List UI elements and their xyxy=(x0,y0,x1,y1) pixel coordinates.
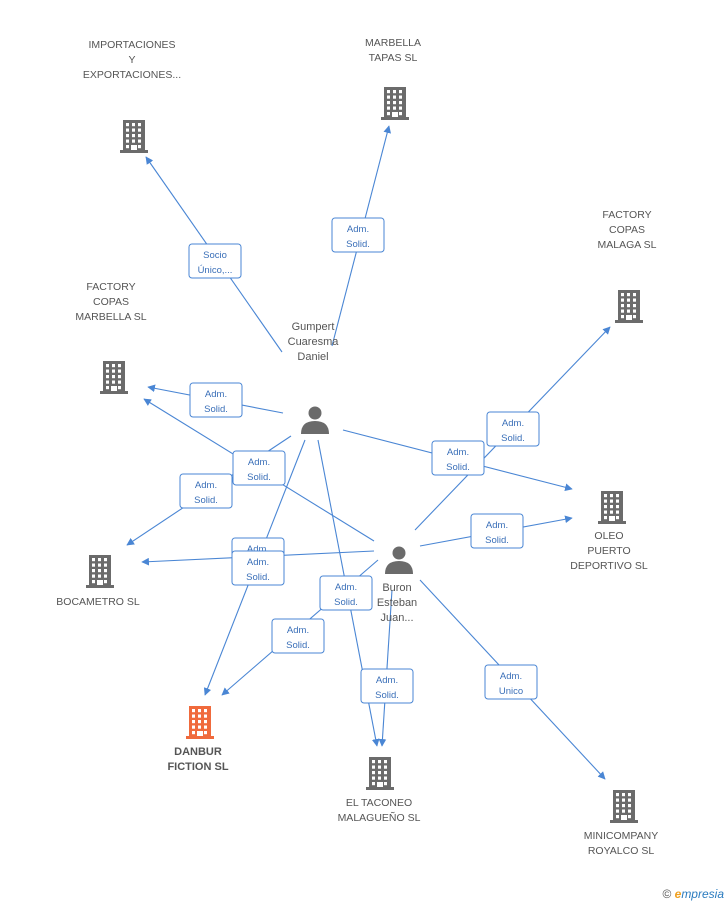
relation-badge-text: Adm. xyxy=(195,480,217,491)
copyright-symbol: © xyxy=(662,887,672,901)
relation-badge-text: Socio xyxy=(203,250,227,261)
company-minicompany-label-line: ROYALCO SL xyxy=(588,845,654,857)
relation-badge-buron-factory-copas-malaga[interactable]: Adm. Solid. xyxy=(486,411,540,447)
company-importaciones-label-line: IMPORTACIONES xyxy=(88,39,175,51)
relation-badge-text: Adm. xyxy=(500,671,522,682)
company-importaciones-label-line: Y xyxy=(128,54,135,66)
person-gumpert-label-line: Gumpert xyxy=(292,321,335,333)
person-buron-icon[interactable] xyxy=(385,546,413,575)
relation-badge-text: Adm. xyxy=(247,557,269,568)
relation-badge-text: Adm. xyxy=(287,625,309,636)
relation-badge-text: Adm. xyxy=(335,582,357,593)
relation-badge-text: Adm. xyxy=(447,447,469,458)
relation-badge-text: Adm. xyxy=(502,418,524,429)
company-oleo-puerto-label-line: PUERTO xyxy=(587,545,630,557)
relation-badge-text: Solid. xyxy=(375,690,399,701)
footer-brand[interactable]: © empresia xyxy=(662,887,724,901)
company-oleo-puerto-building-icon[interactable] xyxy=(598,491,626,524)
company-marbella-tapas-label-line: TAPAS SL xyxy=(369,52,418,64)
relation-badge-text: Adm. xyxy=(247,544,269,555)
relation-badge-gumpert-factory-copas-marbella[interactable]: Adm. Solid. xyxy=(189,382,243,418)
relation-badge-text: Adm. xyxy=(376,675,398,686)
relation-badge-text: Solid. xyxy=(246,572,270,583)
relation-badge-text: Adm. xyxy=(205,389,227,400)
company-factory-copas-marbella-label-line: FACTORY xyxy=(86,281,135,293)
relation-badge-gumpert-el-taconeo[interactable]: Adm. Solid. xyxy=(319,575,373,611)
company-el-taconeo-label-line: MALAGUEÑO SL xyxy=(338,811,421,824)
company-el-taconeo-label-line: EL TACONEO xyxy=(346,797,412,809)
relation-badge-gumpert-bocametro[interactable]: Adm. Solid. xyxy=(179,473,233,509)
company-oleo-puerto-label-line: DEPORTIVO SL xyxy=(570,560,648,572)
brand-logo-initial: e xyxy=(674,887,682,901)
person-gumpert-icon[interactable] xyxy=(301,406,329,435)
company-factory-copas-malaga-label-line: MALAGA SL xyxy=(598,239,657,251)
relation-edge-buron-el-taconeo xyxy=(378,589,393,747)
company-el-taconeo-building-icon[interactable] xyxy=(366,757,394,790)
nodes-layer: IMPORTACIONES Y EXPORTACIONES... MARBELLA TA… xyxy=(56,37,658,857)
company-marbella-tapas-label-line: MARBELLA xyxy=(365,37,421,49)
relation-badge-text: Solid. xyxy=(247,472,271,483)
company-danbur-label-line: DANBUR xyxy=(174,746,222,758)
company-bocametro-building-icon[interactable] xyxy=(86,555,114,588)
company-factory-copas-malaga-label-line: FACTORY xyxy=(602,209,651,221)
company-factory-copas-marbella-label-line: COPAS xyxy=(93,296,129,308)
relation-badge-buron-oleo-puerto[interactable]: Adm. Solid. xyxy=(470,513,524,549)
relation-badge-text: Adm. xyxy=(486,520,508,531)
company-minicompany-label-line: MINICOMPANY xyxy=(584,830,658,842)
relation-badge-text: Solid. xyxy=(346,239,370,250)
relation-badge-text: Adm. xyxy=(347,224,369,235)
relation-badge-text: Solid. xyxy=(446,462,470,473)
company-minicompany-building-icon[interactable] xyxy=(610,790,638,823)
person-buron-label-line: Buron xyxy=(382,582,411,594)
relation-badge-gumpert-oleo-puerto[interactable]: Adm. Solid. xyxy=(431,440,485,476)
company-bocametro-label-line: BOCAMETRO SL xyxy=(56,596,140,608)
relation-badge-buron-minicompany[interactable]: Adm. Unico xyxy=(484,664,538,700)
relation-badge-text: Adm. xyxy=(248,457,270,468)
relation-badge-buron-el-taconeo[interactable]: Adm. Solid. xyxy=(360,668,414,704)
relation-badge-text: Solid. xyxy=(286,640,310,651)
relation-badge-buron-danbur[interactable]: Adm. Solid. xyxy=(271,618,325,654)
relation-badge-buron-bocametro[interactable]: Adm. Solid. xyxy=(231,550,285,586)
relation-badge-text: Solid. xyxy=(501,433,525,444)
relation-badge-text: Solid. xyxy=(334,597,358,608)
relation-badge-gumpert-importaciones[interactable]: SocioÚnico,... xyxy=(188,243,242,279)
relation-badge-text: Unico xyxy=(499,686,523,697)
relation-badge-gumpert-marbella-tapas[interactable]: Adm. Solid. xyxy=(331,217,385,253)
relation-badge-text: Solid. xyxy=(204,404,228,415)
company-factory-copas-malaga-label-line: COPAS xyxy=(609,224,645,236)
company-importaciones-building-icon[interactable] xyxy=(120,120,148,153)
relation-badge-text: Solid. xyxy=(485,535,509,546)
company-factory-copas-marbella-label-line: MARBELLA SL xyxy=(75,311,146,323)
company-importaciones-label-line: EXPORTACIONES... xyxy=(83,69,181,81)
company-danbur-building-icon[interactable] xyxy=(186,706,214,739)
relation-badge-buron-factory-copas-marbella[interactable]: Adm. Solid. xyxy=(232,450,286,486)
company-oleo-puerto-label-line: OLEO xyxy=(594,530,623,542)
relation-badge-text: Único,... xyxy=(198,265,233,276)
person-gumpert-label-line: Cuaresma xyxy=(288,336,340,348)
person-gumpert-label-line: Daniel xyxy=(297,351,328,363)
company-marbella-tapas-building-icon[interactable] xyxy=(381,87,409,120)
brand-logo-text: mpresia xyxy=(681,887,724,901)
company-factory-copas-marbella-building-icon[interactable] xyxy=(100,361,128,394)
relation-badge-text: Solid. xyxy=(194,495,218,506)
company-factory-copas-malaga-building-icon[interactable] xyxy=(615,290,643,323)
company-danbur-label-line: FICTION SL xyxy=(167,761,228,773)
person-buron-label-line: Juan... xyxy=(380,612,413,624)
person-buron-label-line: Esteban xyxy=(377,597,417,609)
